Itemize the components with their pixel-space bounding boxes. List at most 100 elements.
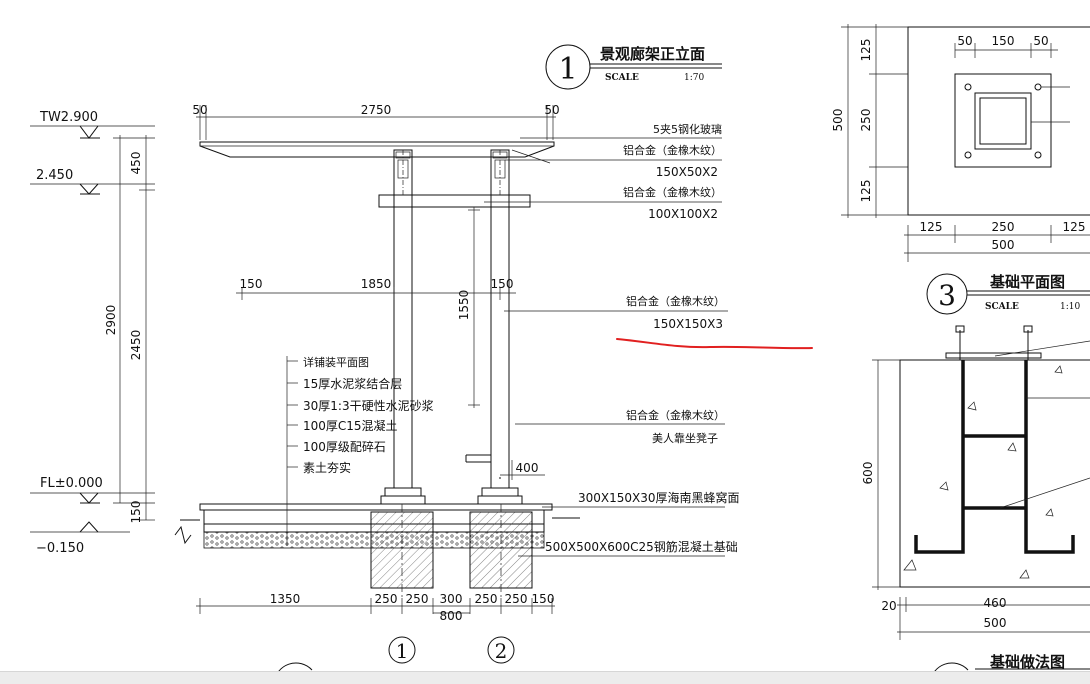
callout-glass: 5夹5钢化玻璃: [520, 122, 722, 139]
dim-mid-mid: 1850: [361, 277, 392, 291]
callout-purlin: 铝合金（金橡木纹） 150X50X2: [505, 143, 722, 179]
level-tw: TW2.900: [39, 110, 98, 125]
layer-5: 素土夯实: [303, 460, 351, 475]
callout-column-size: 150X150X3: [653, 317, 723, 331]
plan-number: 3: [938, 279, 956, 312]
plan-scale-value: 1:10: [1060, 302, 1080, 312]
callout-paving-label: 300X150X30厚海南黑蜂窝面: [578, 490, 740, 505]
dim-400-label: 400: [516, 461, 539, 475]
dim-bottom-0: 1350: [270, 592, 301, 606]
foundation-footings: [370, 504, 533, 600]
section-title: 基础做法图: [989, 653, 1065, 671]
layer-0: 详铺装平面图: [303, 355, 369, 369]
dim-top: 50 2750 50: [192, 103, 560, 140]
column-bases: [380, 487, 523, 505]
elevation-scale-label: SCALE: [605, 73, 639, 83]
plan-dim-top-2: 50: [1033, 34, 1048, 48]
callout-footing: 500X500X600C25钢筋混凝土基础: [518, 539, 738, 557]
dim-2450: 2450: [129, 330, 143, 361]
level-ground: −0.150: [36, 541, 84, 556]
grid-bubbles: 1 2: [388, 636, 515, 664]
dim-2900: 2900: [104, 305, 118, 336]
plan-title: 基础平面图: [989, 273, 1065, 291]
dim-1550-label: 1550: [457, 290, 471, 321]
plan-dim-bottom-1: 250: [992, 220, 1015, 234]
level-beam: 2.450: [36, 168, 73, 183]
section-dim-a: 20: [881, 599, 896, 613]
callout-beam-label: 铝合金（金橡木纹）: [623, 185, 722, 199]
callout-footing-label: 500X500X600C25钢筋混凝土基础: [545, 539, 738, 554]
bench-back: [465, 454, 501, 479]
grid-2: 2: [495, 639, 508, 663]
dim-top-mid: 2750: [361, 103, 392, 117]
dim-150: 150: [129, 501, 143, 524]
section-base-plate: [945, 352, 1042, 359]
callout-purlin-label: 铝合金（金橡木纹）: [623, 143, 722, 157]
callout-column: 铝合金（金橡木纹） 150X150X3: [504, 294, 728, 331]
base-plate: [954, 73, 1052, 168]
foundation-plan-view: 50 150 50 125 250 125 500 125 250 125 50…: [831, 24, 1090, 315]
section-dim-total: 500: [984, 616, 1007, 630]
elevation-view: 1 景观廊架正立面 SCALE 1:70 50 2750 50: [30, 44, 740, 683]
level-markers: TW2.900 2.450 FL±0.000 −0.150: [30, 110, 155, 556]
plan-number-circle: [926, 273, 968, 315]
dim-bottom-3: 300: [440, 592, 463, 606]
plan-dim-left-1: 250: [859, 109, 873, 132]
dim-800: 800: [440, 609, 463, 623]
callout-bench: 铝合金（金橡木纹） 美人靠坐凳子: [515, 408, 725, 445]
dim-1550: 1550: [457, 207, 480, 408]
level-floor: FL±0.000: [40, 476, 103, 491]
layer-4: 100厚级配碎石: [303, 439, 386, 454]
red-annotation-stroke: [616, 338, 813, 350]
viewer-bottom-bar: [0, 671, 1090, 684]
rebar-cage: [914, 360, 965, 554]
callout-beam-size: 100X100X2: [648, 207, 718, 221]
layer-list: 详铺装平面图 15厚水泥浆结合层 30厚1:3干硬性水泥砂浆 100厚C15混凝…: [286, 355, 434, 546]
callout-beam: 铝合金（金橡木纹） 100X100X2: [484, 185, 722, 221]
plan-dim-left-2: 125: [859, 180, 873, 203]
callout-bench-label: 铝合金（金橡木纹）: [626, 408, 725, 422]
plan-scale-label: SCALE: [985, 302, 1019, 312]
layer-3: 100厚C15混凝土: [303, 418, 398, 433]
foundation-section-view: 600 20 460 500 基础做法图: [861, 325, 1090, 683]
column-square-outer: [974, 92, 1032, 150]
column-2: [490, 149, 510, 489]
dim-left: 450 2900 2450 150: [104, 135, 155, 523]
dim-top-left: 50: [192, 103, 207, 117]
dim-bottom-2: 250: [406, 592, 429, 606]
roof-glass: [199, 141, 555, 158]
plan-dim-top-0: 50: [957, 34, 972, 48]
dim-bottom-4: 250: [475, 592, 498, 606]
dim-top-right: 50: [544, 103, 559, 117]
plan-dim-bottom-0: 125: [920, 220, 943, 234]
dim-mid: 150 1850 150: [236, 277, 516, 300]
dim-bottom: 1350 250 250 300 250 250 150 800: [196, 592, 555, 623]
plan-dim-left-0: 125: [859, 39, 873, 62]
plan-dim-bottom-total: 500: [992, 238, 1015, 252]
elevation-scale-value: 1:70: [684, 73, 704, 83]
elevation-title: 景观廊架正立面: [600, 45, 705, 63]
grid-1: 1: [396, 639, 409, 663]
dim-400: 400: [500, 460, 545, 480]
column-1: [393, 149, 413, 489]
elevation-number: 1: [558, 52, 577, 87]
layer-1: 15厚水泥浆结合层: [303, 376, 402, 391]
callout-bench-type: 美人靠坐凳子: [652, 431, 718, 445]
callout-paving: 300X150X30厚海南黑蜂窝面: [542, 490, 740, 508]
dim-bottom-1: 250: [375, 592, 398, 606]
callout-column-label: 铝合金（金橡木纹）: [626, 294, 725, 308]
callout-glass-label: 5夹5钢化玻璃: [653, 122, 722, 136]
dim-mid-left: 150: [240, 277, 263, 291]
layer-2: 30厚1:3干硬性水泥砂浆: [303, 398, 434, 413]
crossbeam: [378, 194, 531, 208]
plan-dim-top-1: 150: [992, 34, 1015, 48]
dim-450: 450: [129, 152, 143, 175]
section-dim-b: 460: [984, 596, 1007, 610]
dim-bottom-6: 150: [532, 592, 555, 606]
plan-dim-bottom-2: 125: [1063, 220, 1086, 234]
dim-bottom-5: 250: [505, 592, 528, 606]
plan-dim-left-total: 500: [831, 109, 845, 132]
section-dim-height: 600: [861, 462, 875, 485]
callout-purlin-size: 150X50X2: [656, 165, 718, 179]
